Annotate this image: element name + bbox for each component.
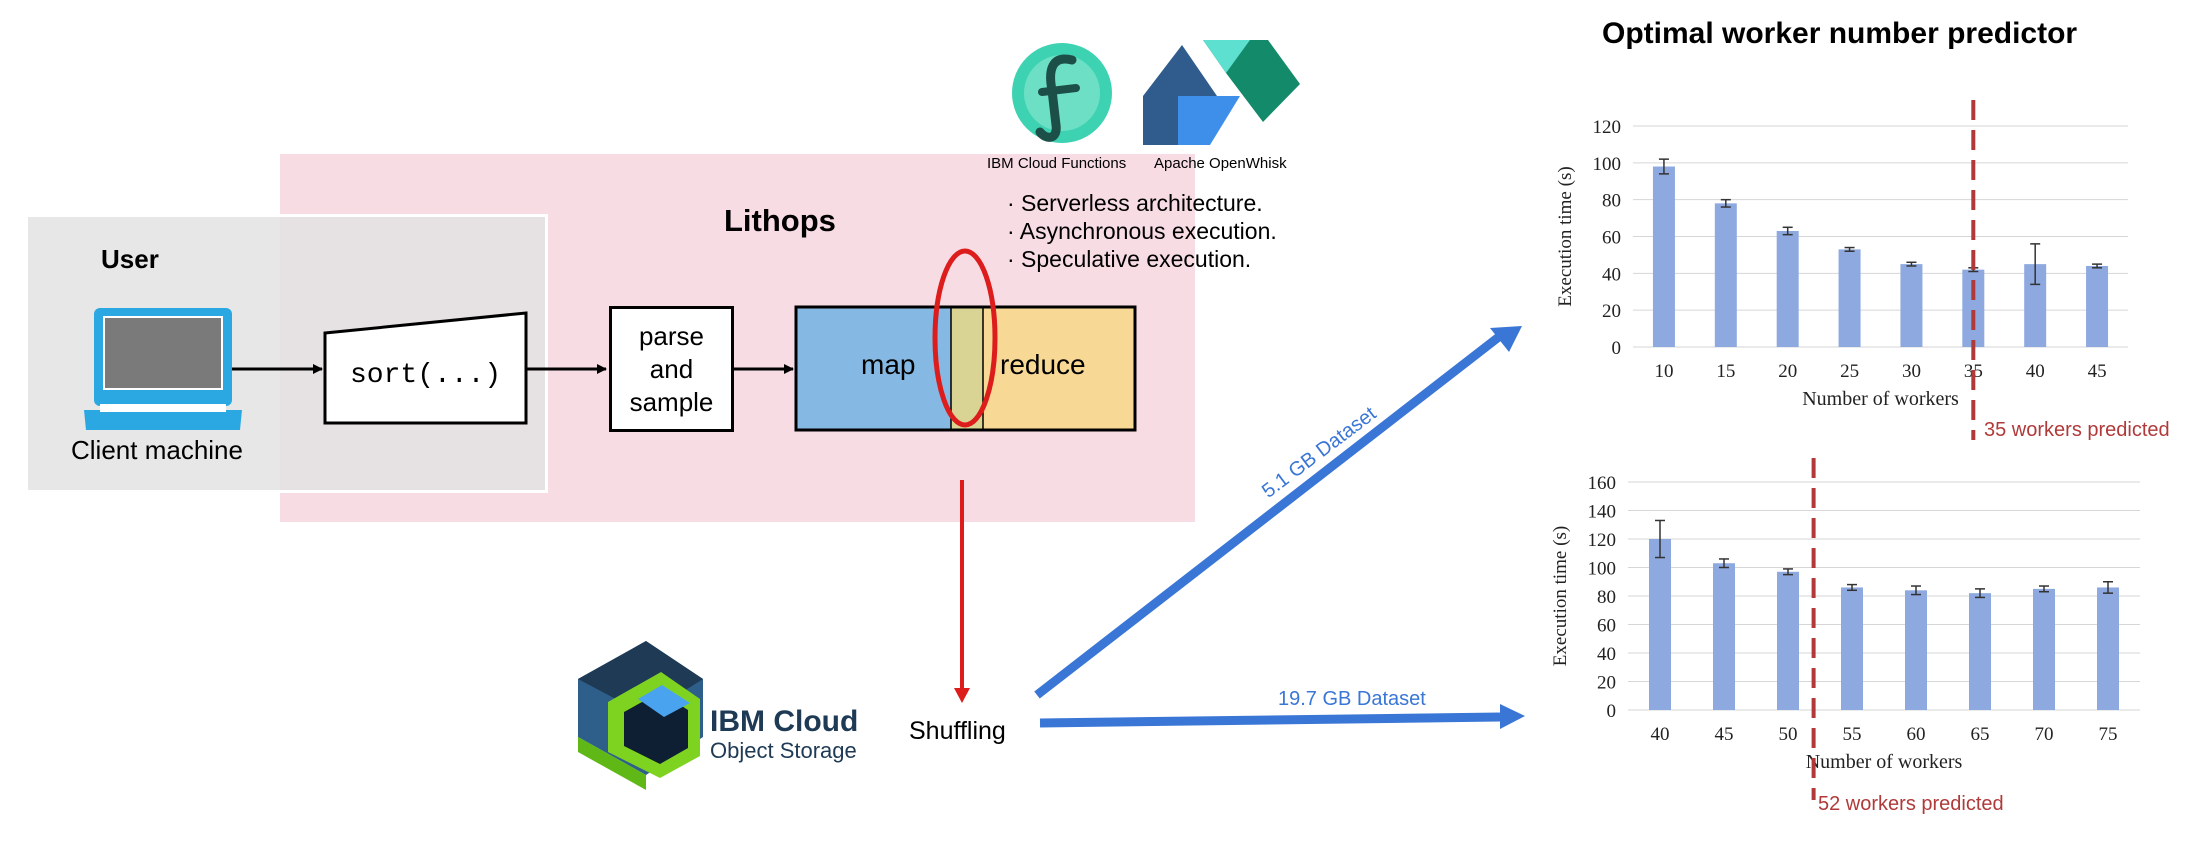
- x-tick-label: 65: [1971, 724, 1990, 745]
- y-tick-label: 60: [1602, 228, 1621, 249]
- x-axis-title: Number of workers: [1802, 388, 1959, 410]
- map-box: [796, 307, 951, 430]
- overlap-box: [951, 307, 983, 430]
- chart-bottom: 0 20 40 60 80 100 120 140 160 40 45 50 55 60 65 70 75Num…: [1550, 458, 2140, 815]
- bar: [1652, 166, 1675, 347]
- bar: [1841, 587, 1863, 710]
- lithops-label: Lithops: [724, 203, 836, 238]
- shuffle-highlight: [932, 248, 998, 428]
- reduce-label: reduce: [1000, 349, 1086, 380]
- x-tick-label: 20: [1778, 361, 1797, 382]
- x-tick-label: 40: [1651, 724, 1670, 745]
- prediction-label: 35 workers predicted: [1984, 419, 2170, 441]
- chart-title: Optimal worker number predictor: [1602, 17, 2078, 50]
- y-tick-label: 20: [1602, 301, 1621, 322]
- y-tick-label: 80: [1597, 587, 1616, 608]
- x-tick-label: 55: [1843, 724, 1862, 745]
- x-tick-label: 50: [1779, 724, 1798, 745]
- reduce-box: [983, 307, 1135, 430]
- bar: [1714, 203, 1737, 347]
- y-axis-title: Execution time (s): [1555, 166, 1576, 306]
- y-tick-label: 100: [1593, 154, 1622, 175]
- bar: [1649, 539, 1671, 710]
- bar: [1838, 249, 1861, 347]
- storage-product: Object Storage: [710, 738, 857, 763]
- x-tick-label: 25: [1840, 361, 1859, 382]
- bar: [2086, 265, 2109, 347]
- lower-dataset-label: 19.7 GB Dataset: [1278, 688, 1426, 710]
- y-tick-label: 40: [1597, 644, 1616, 665]
- x-tick-label: 70: [2035, 724, 2054, 745]
- client-machine-label: Client machine: [71, 435, 243, 465]
- bar: [1777, 571, 1799, 710]
- bar: [1776, 230, 1799, 347]
- y-axis-title: Execution time (s): [1550, 526, 1571, 666]
- x-tick-label: 30: [1902, 361, 1921, 382]
- y-tick-label: 40: [1602, 264, 1621, 285]
- x-tick-label: 45: [1715, 724, 1734, 745]
- bar: [1962, 269, 1985, 347]
- ibm-cos-logo: [578, 641, 703, 790]
- feature-speculative: · Speculative execution.: [1007, 246, 1252, 272]
- feature-async: · Asynchronous execution.: [1007, 218, 1277, 244]
- user-label: User: [101, 244, 159, 274]
- x-tick-label: 75: [2099, 724, 2118, 745]
- y-tick-label: 0: [1607, 701, 1617, 722]
- feature-serverless: · Serverless architecture.: [1007, 190, 1263, 216]
- y-tick-label: 0: [1612, 338, 1622, 359]
- x-tick-label: 45: [2088, 361, 2107, 382]
- chart-top: 0204060801001201015202530354045Number of…: [1555, 100, 2170, 441]
- y-tick-label: 140: [1588, 502, 1617, 523]
- shuffling-label: Shuffling: [909, 717, 1006, 745]
- x-tick-label: 15: [1716, 361, 1735, 382]
- parse-sample-box: parse and sample: [609, 306, 734, 432]
- storage-brand: IBM Cloud: [710, 705, 859, 738]
- x-tick-label: 60: [1907, 724, 1926, 745]
- and-word: and: [649, 353, 694, 384]
- bar: [2097, 587, 2119, 710]
- x-axis-title: Number of workers: [1806, 751, 1963, 773]
- ibm-functions-caption: IBM Cloud Functions: [987, 155, 1127, 172]
- sort-box: [323, 311, 528, 425]
- bar: [1713, 563, 1735, 710]
- apache-openwhisk-logo: [1143, 40, 1300, 145]
- y-tick-label: 80: [1602, 191, 1621, 212]
- map-label: map: [861, 349, 916, 380]
- y-tick-label: 160: [1588, 473, 1617, 494]
- bar: [1905, 590, 1927, 710]
- sample-word: sample: [629, 386, 714, 417]
- arrow-lower-dataset: [1039, 712, 1501, 728]
- bar: [2024, 264, 2047, 347]
- y-tick-label: 120: [1588, 530, 1617, 551]
- bar: [2033, 588, 2055, 710]
- y-tick-label: 20: [1597, 673, 1616, 694]
- ibm-cloud-functions-logo: [1012, 43, 1112, 143]
- x-tick-label: 10: [1654, 361, 1673, 382]
- parse-word: parse: [638, 320, 705, 351]
- bar: [1900, 264, 1923, 347]
- y-tick-label: 60: [1597, 616, 1616, 637]
- laptop-icon: [84, 308, 242, 430]
- bar: [1969, 593, 1991, 710]
- sort-label: sort(...): [350, 360, 502, 391]
- prediction-label: 52 workers predicted: [1818, 793, 2004, 815]
- arrow-upper-dataset: [1034, 332, 1503, 699]
- x-tick-label: 40: [2026, 361, 2045, 382]
- y-tick-label: 100: [1588, 559, 1617, 580]
- openwhisk-caption: Apache OpenWhisk: [1154, 155, 1287, 172]
- y-tick-label: 120: [1593, 117, 1622, 138]
